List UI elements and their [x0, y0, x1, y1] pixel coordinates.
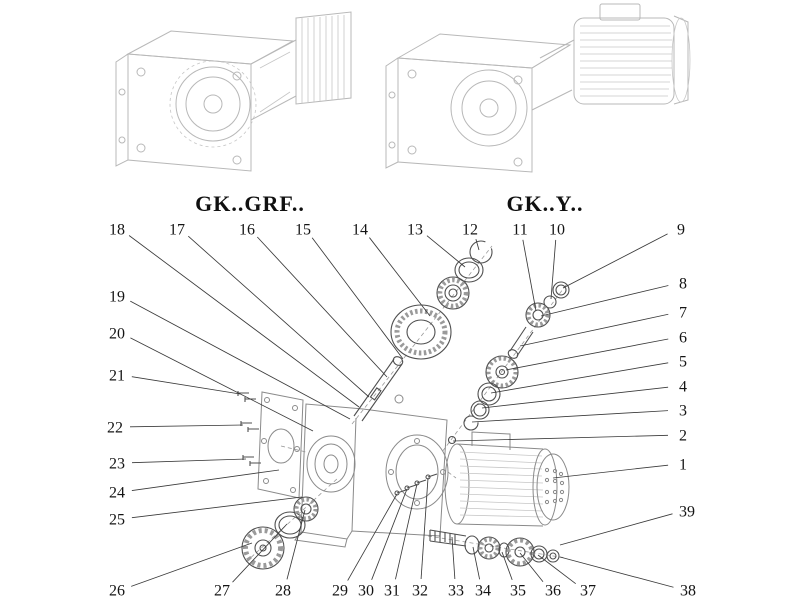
callout-leader-2 [452, 434, 669, 442]
callout-leader-14 [369, 237, 431, 317]
callout-number-25: 25 [109, 512, 125, 529]
variant-label-gkgrf: GK..GRF.. [195, 191, 305, 216]
callout-leader-5 [490, 362, 669, 394]
callout-leader-9 [562, 233, 668, 289]
callout-number-7: 7 [679, 305, 687, 322]
variant-label-gky: GK..Y.. [506, 191, 584, 216]
callout-leader-28 [286, 509, 306, 580]
callout-number-19: 19 [109, 289, 125, 306]
callout-leader-7 [519, 313, 669, 347]
callout-leader-25 [131, 496, 303, 519]
callout-number-9: 9 [677, 222, 685, 239]
callout-leader-18 [128, 235, 360, 408]
callout-number-29: 29 [332, 583, 348, 600]
callout-leader-37 [537, 554, 576, 585]
callout-leader-4 [481, 386, 669, 409]
callout-leader-6 [505, 338, 669, 371]
callout-number-27: 27 [214, 583, 230, 600]
callout-leader-3 [471, 410, 669, 423]
callout-number-37: 37 [580, 583, 596, 600]
callout-number-4: 4 [679, 379, 687, 396]
callout-number-23: 23 [109, 456, 125, 473]
callout-leader-19 [130, 300, 351, 420]
callout-leader-38 [559, 556, 674, 588]
input-shaft-grf [353, 356, 404, 422]
callout-leader-31 [395, 483, 418, 580]
assembled-gearbox-grf-drawing [115, 11, 352, 172]
callout-number-34: 34 [475, 583, 491, 600]
callout-number-39: 39 [679, 504, 695, 521]
callout-leader-24 [131, 469, 280, 491]
callout-leader-20 [130, 337, 314, 432]
callout-leader-13 [426, 235, 466, 268]
callout-leader-21 [131, 376, 241, 395]
callout-number-6: 6 [679, 330, 687, 347]
callout-number-32: 32 [412, 583, 428, 600]
callout-leader-22 [129, 424, 244, 428]
callout-number-8: 8 [679, 276, 687, 293]
callout-leader-34 [472, 546, 481, 580]
callout-leader-33 [451, 536, 456, 580]
callout-number-26: 26 [109, 583, 125, 600]
axis-lines [245, 245, 567, 563]
callout-leader-16 [256, 236, 388, 378]
callout-number-10: 10 [549, 222, 565, 239]
callout-layer: 1234567891011121314151617181920212223242… [107, 222, 696, 600]
callout-leader-32 [420, 477, 429, 580]
callout-leader-23 [131, 458, 247, 464]
callout-number-28: 28 [275, 583, 291, 600]
exploded-housing [257, 391, 457, 548]
callout-leader-1 [552, 464, 669, 479]
callout-number-1: 1 [679, 457, 687, 474]
output-bearing-gear-set [241, 496, 319, 570]
callout-number-11: 11 [512, 222, 527, 239]
callout-number-14: 14 [352, 222, 368, 239]
callout-number-33: 33 [448, 583, 464, 600]
callout-number-31: 31 [384, 583, 400, 600]
callout-leader-36 [519, 552, 544, 583]
exploded-motor [444, 431, 570, 527]
callout-leader-30 [371, 488, 408, 580]
callout-number-2: 2 [679, 428, 687, 445]
output-shaft-assembly [429, 529, 560, 567]
callout-number-13: 13 [407, 222, 423, 239]
callout-leader-26 [131, 542, 253, 587]
grf-bearing-gear-set [390, 240, 493, 360]
callout-number-20: 20 [109, 326, 125, 343]
callout-leader-15 [311, 237, 404, 360]
callout-number-24: 24 [109, 485, 125, 502]
flange-screws [237, 391, 261, 466]
callout-number-5: 5 [679, 354, 687, 371]
callout-leader-12 [475, 238, 480, 251]
callout-number-38: 38 [680, 583, 696, 600]
assembled-gearbox-y-drawing [385, 3, 691, 173]
callout-number-17: 17 [169, 222, 185, 239]
callout-number-3: 3 [679, 403, 687, 420]
callout-leader-39 [559, 513, 673, 546]
callout-leader-8 [540, 285, 669, 317]
callout-number-18: 18 [109, 222, 125, 239]
callout-leader-11 [522, 239, 537, 312]
callout-number-16: 16 [239, 222, 255, 239]
callout-number-15: 15 [295, 222, 311, 239]
callout-leader-10 [550, 239, 557, 300]
y-input-parts [463, 281, 570, 431]
callout-number-12: 12 [462, 222, 478, 239]
callout-leader-17 [188, 235, 370, 398]
callout-number-22: 22 [107, 420, 123, 437]
callout-number-21: 21 [109, 368, 125, 385]
callout-leader-27 [232, 523, 288, 583]
callout-number-35: 35 [510, 583, 526, 600]
callout-leader-35 [501, 551, 513, 581]
callout-number-30: 30 [358, 583, 374, 600]
callout-leader-29 [347, 493, 398, 581]
callout-number-36: 36 [545, 583, 561, 600]
